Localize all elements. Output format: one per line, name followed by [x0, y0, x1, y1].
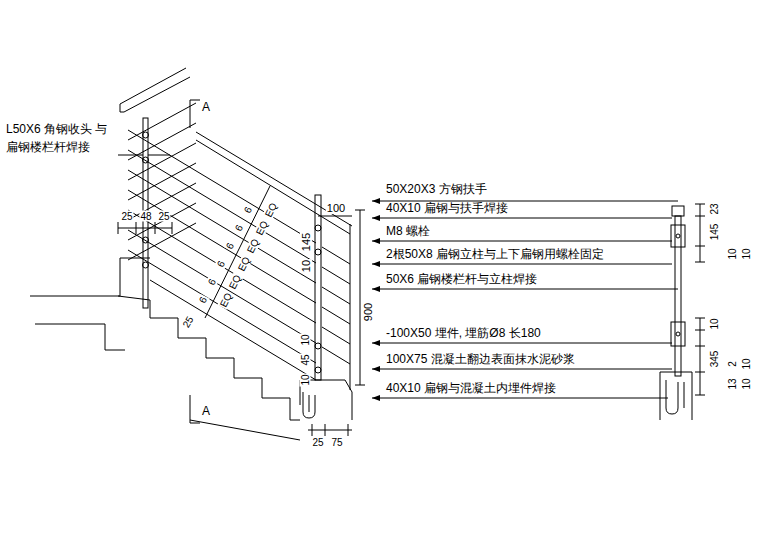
section-mark: A [201, 405, 211, 418]
callout-text: M8 螺栓 [385, 225, 431, 238]
dimension-label: 13 [727, 377, 738, 390]
dimension-label: 145 [709, 223, 720, 242]
dimension-label: 10 [300, 259, 312, 273]
note-text: L50X6 角钢收头 与扁钢楼栏杆焊接 [5, 120, 109, 156]
dimension-label: 10 [727, 247, 738, 260]
dimension-label: 10 [300, 373, 311, 386]
dimension-label: EQ [217, 290, 234, 310]
dimension-label: 25 [180, 314, 196, 331]
dimension-label: 145 [300, 232, 312, 252]
dimension-label: 6 [223, 240, 236, 252]
callout-text: 40X10 扁钢与扶手焊接 [385, 202, 509, 215]
dimension-label: 25 [120, 211, 133, 222]
callout-text: 2根50X8 扁钢立柱与上下扁钢用螺栓固定 [385, 248, 605, 261]
dimension-label: 6 [232, 222, 245, 234]
dimension-label: 10 [741, 357, 752, 370]
dimension-label: 75 [330, 437, 343, 448]
dimension-label: 6 [196, 294, 209, 306]
dimension-label: 25 [157, 211, 170, 222]
dimension-label: EQ [226, 272, 243, 292]
dimension-label: 6 [205, 276, 218, 288]
dimension-label: 45 [300, 353, 311, 366]
dimension-label: 2 [727, 360, 738, 368]
dimension-label: 48 [139, 211, 152, 222]
dimension-label: 25 [311, 437, 324, 448]
callout-text: 50X20X3 方钢扶手 [385, 183, 488, 196]
dimension-label: 10 [741, 247, 752, 260]
dimension-label: 10 [300, 333, 311, 346]
dimension-label: 23 [709, 202, 720, 215]
section-mark: A [201, 101, 211, 114]
dimension-label: 10 [709, 317, 720, 330]
dimension-label: 10 [741, 377, 752, 390]
dimension-label: 345 [709, 350, 720, 369]
dimension-label: EQ [244, 236, 261, 256]
dimension-label: EQ [253, 218, 270, 238]
callout-text: 50X6 扁钢楼栏杆与立柱焊接 [385, 273, 538, 286]
dimension-label: EQ [262, 200, 279, 220]
dimension-label: 100 [326, 202, 346, 214]
dimension-label: 900 [362, 302, 374, 322]
callout-text: 100X75 混凝土翻边表面抹水泥砂浆 [385, 353, 576, 366]
callout-text: 40X10 扁钢与混凝土内埋件焊接 [385, 382, 557, 395]
dimension-label: 6 [241, 204, 254, 216]
dimension-label: EQ [235, 254, 252, 274]
callout-text: -100X50 埋件, 埋筋Ø8 长180 [385, 327, 542, 340]
